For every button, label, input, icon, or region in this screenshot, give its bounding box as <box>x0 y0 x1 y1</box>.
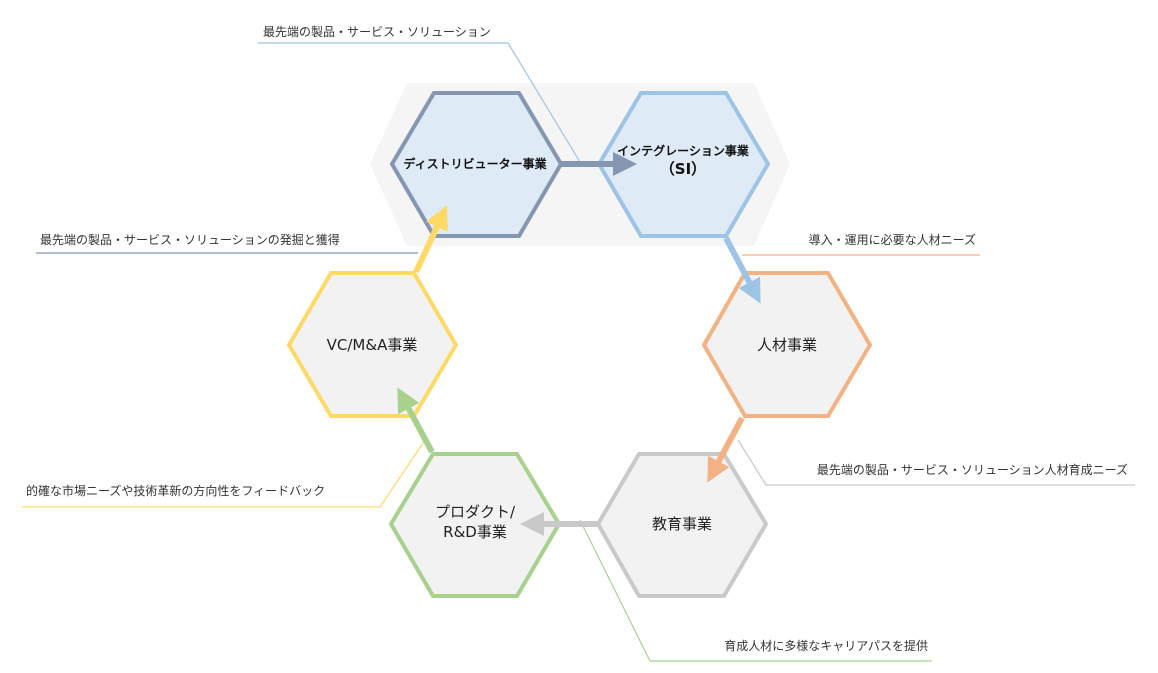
arrow-jinzai-to-kyoiku <box>707 416 745 483</box>
label-kyoiku: 教育事業 <box>652 515 712 533</box>
label-integration-line2: （SI） <box>660 160 706 178</box>
label-product-line2: R&D事業 <box>443 523 507 541</box>
hex-distributor <box>389 91 564 238</box>
annotation-lines <box>22 42 1135 662</box>
hex-product <box>388 452 562 598</box>
annotation-top: 最先端の製品・サービス・ソリューション <box>263 25 491 39</box>
label-jinzai: 人材事業 <box>757 336 817 354</box>
label-distributor: ディストリビューター事業 <box>403 156 547 171</box>
annotation-left-lower: 的確な市場ニーズや技術革新の方向性をフィードバック <box>26 483 325 498</box>
arrow-vc-to-distributor <box>413 205 448 274</box>
annotation-right-upper: 導入・運用に必要な人材ニーズ <box>809 232 976 247</box>
leader-top <box>258 42 581 163</box>
label-product-line1: プロダクト/ <box>435 503 516 521</box>
label-vc: VC/M&A事業 <box>327 336 418 354</box>
leader-left-lower <box>22 439 426 508</box>
annotation-right-lower: 最先端の製品・サービス・ソリューション人材育成ニーズ <box>817 462 1128 477</box>
leader-bottom <box>579 519 932 662</box>
leader-right-lower <box>737 439 1135 486</box>
annotation-bottom: 育成人材に多様なキャリアパスを提供 <box>724 638 928 653</box>
annotation-left-upper: 最先端の製品・サービス・ソリューションの発掘と獲得 <box>40 232 340 247</box>
arrow-integration-to-jinzai <box>723 236 761 304</box>
label-integration-line1: インテグレーション事業 <box>617 143 750 158</box>
hex-jinzai <box>701 271 873 418</box>
cycle-arrows <box>397 152 761 536</box>
arrow-product-to-vc <box>397 387 435 454</box>
